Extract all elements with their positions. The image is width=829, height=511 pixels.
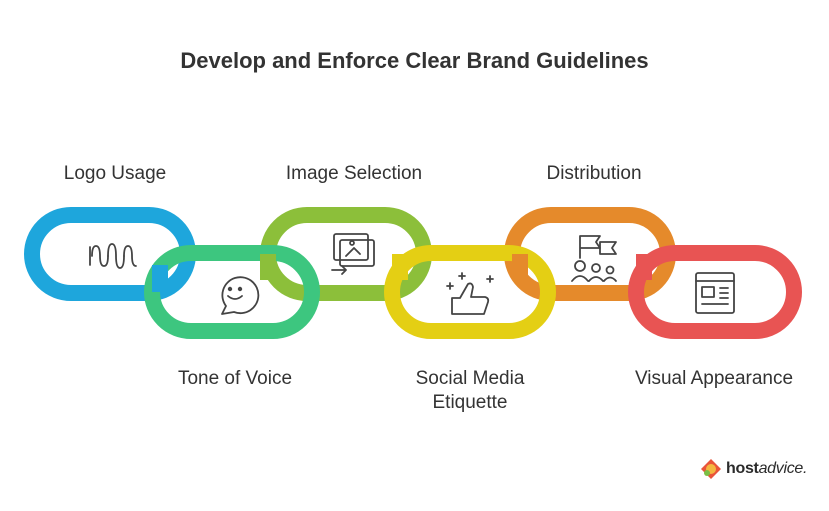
image-gallery-arrow-icon <box>331 233 375 275</box>
hostadvice-logo-bold: host <box>726 460 759 477</box>
label-logo-usage: Logo Usage <box>63 163 167 184</box>
label-social-media-line1: Social Media <box>415 368 525 389</box>
hostadvice-logo-rest: advice. <box>758 460 808 477</box>
label-social-media-line2: Etiquette <box>432 392 508 413</box>
chain-link-visual-appearance <box>628 245 802 339</box>
speech-bubble-smile-icon <box>221 276 260 315</box>
chain-link-social-media <box>384 245 556 339</box>
flag-people-icon <box>571 235 617 282</box>
barcode-waves-icon <box>89 243 137 269</box>
label-distribution: Distribution <box>546 163 642 184</box>
label-social-media-etiquette: Social Media Etiquette <box>390 367 550 415</box>
label-image-selection: Image Selection <box>285 163 423 184</box>
label-tone-of-voice: Tone of Voice <box>177 368 293 389</box>
layout-window-icon <box>695 272 735 314</box>
label-visual-appearance: Visual Appearance <box>634 368 794 389</box>
page-title: Develop and Enforce Clear Brand Guidelin… <box>180 48 649 73</box>
hostadvice-logo-icon <box>701 459 721 479</box>
thumbs-up-sparkle-icon <box>446 272 494 315</box>
hostadvice-logo: hostadvice. <box>700 458 807 480</box>
